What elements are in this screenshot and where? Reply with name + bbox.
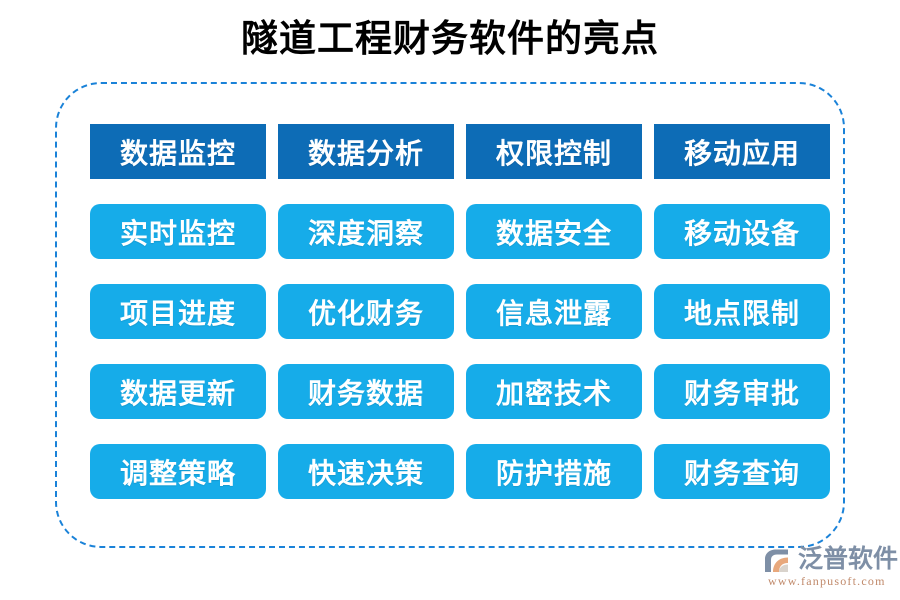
- feature-cell[interactable]: 数据安全: [466, 204, 642, 259]
- feature-cell[interactable]: 信息泄露: [466, 284, 642, 339]
- feature-cell[interactable]: 财务查询: [654, 444, 830, 499]
- fanpu-logo-icon: [765, 549, 788, 572]
- feature-cell[interactable]: 优化财务: [278, 284, 454, 339]
- brand-name: 泛普软件: [798, 546, 899, 573]
- page-title: 隧道工程财务软件的亮点: [241, 19, 659, 60]
- matrix-header-row: 数据监控数据分析权限控制移动应用: [90, 124, 830, 179]
- feature-cell[interactable]: 实时监控: [90, 204, 266, 259]
- category-header-4[interactable]: 移动应用: [654, 124, 830, 179]
- feature-cell[interactable]: 财务审批: [654, 364, 830, 419]
- matrix-item-row: 实时监控深度洞察数据安全移动设备: [90, 204, 830, 259]
- dashed-frame-border: [55, 82, 845, 548]
- feature-cell[interactable]: 加密技术: [466, 364, 642, 419]
- matrix-item-row: 项目进度优化财务信息泄露地点限制: [90, 284, 830, 339]
- feature-matrix: 数据监控数据分析权限控制移动应用实时监控深度洞察数据安全移动设备项目进度优化财务…: [90, 124, 830, 508]
- category-header-1[interactable]: 数据监控: [90, 124, 266, 179]
- category-header-3[interactable]: 权限控制: [466, 124, 642, 179]
- feature-cell[interactable]: 财务数据: [278, 364, 454, 419]
- feature-cell[interactable]: 移动设备: [654, 204, 830, 259]
- brand-url: www.fanpusoft.com: [768, 574, 886, 588]
- brand-logo: 泛普软件 www.fanpusoft.com: [762, 546, 898, 592]
- matrix-item-row: 数据更新财务数据加密技术财务审批: [90, 364, 830, 419]
- matrix-item-row: 调整策略快速决策防护措施财务查询: [90, 444, 830, 499]
- feature-cell[interactable]: 快速决策: [278, 444, 454, 499]
- feature-cell[interactable]: 调整策略: [90, 444, 266, 499]
- feature-cell[interactable]: 防护措施: [466, 444, 642, 499]
- feature-cell[interactable]: 地点限制: [654, 284, 830, 339]
- feature-cell[interactable]: 数据更新: [90, 364, 266, 419]
- feature-cell[interactable]: 项目进度: [90, 284, 266, 339]
- category-header-2[interactable]: 数据分析: [278, 124, 454, 179]
- feature-cell[interactable]: 深度洞察: [278, 204, 454, 259]
